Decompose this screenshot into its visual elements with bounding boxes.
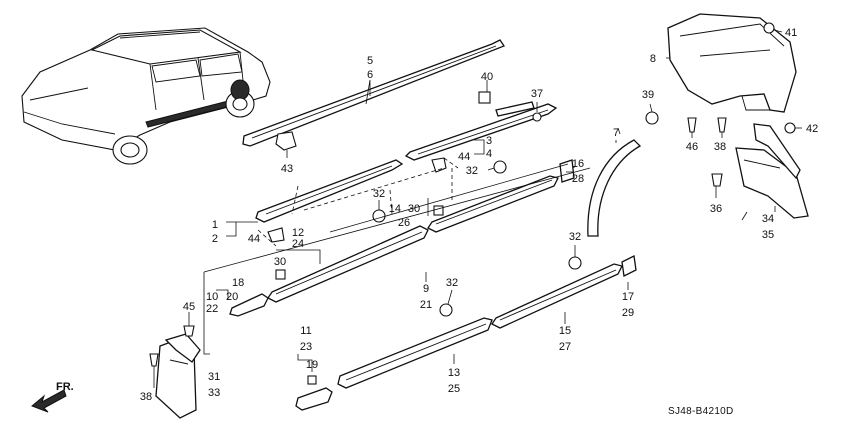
clip-32-a	[372, 209, 386, 223]
callout-9: 9	[423, 283, 429, 295]
clip-44-upper	[431, 157, 447, 173]
mudguard-front	[735, 123, 809, 219]
clip-44-lower	[267, 227, 285, 243]
inner-fender	[667, 13, 797, 113]
molding-end-18	[229, 293, 269, 317]
callout-19: 19	[306, 359, 318, 371]
clip-30-lower	[275, 269, 286, 280]
callout-24: 24	[292, 238, 304, 250]
callout-44-upper: 44	[458, 151, 470, 163]
clip-41	[763, 22, 775, 34]
callout-39: 39	[642, 89, 654, 101]
callout-20: 20	[226, 291, 238, 303]
callout-27: 27	[559, 341, 571, 353]
callout-2: 2	[212, 233, 218, 245]
callout-22: 22	[206, 303, 218, 315]
callout-40: 40	[481, 71, 493, 83]
callout-31: 31	[208, 371, 220, 383]
callout-38-left: 38	[140, 391, 152, 403]
diagram-code: SJ48-B4210D	[668, 406, 734, 417]
molding-end-17	[621, 255, 637, 277]
callout-28: 28	[572, 173, 584, 185]
clip-32-b	[493, 160, 507, 174]
callout-7: 7	[613, 127, 619, 139]
callout-35: 35	[762, 229, 774, 241]
belt-molding-left	[255, 159, 404, 223]
roof-molding	[242, 39, 505, 147]
side-sill-molding-front	[491, 263, 623, 329]
callout-14: 14	[389, 203, 401, 215]
door-molding-front	[427, 175, 559, 233]
callout-15: 15	[559, 325, 571, 337]
side-sill-molding-rear	[337, 317, 493, 389]
clip-43	[275, 131, 297, 151]
callout-12: 12	[292, 227, 304, 239]
callout-34: 34	[762, 213, 774, 225]
callout-44-lower: 44	[248, 233, 260, 245]
clip-19	[307, 375, 317, 385]
car-illustration	[21, 27, 271, 165]
callout-25: 25	[448, 383, 460, 395]
screw-38-right	[717, 117, 727, 133]
clip-30-upper	[433, 205, 444, 216]
callout-17: 17	[622, 291, 634, 303]
callout-29: 29	[622, 307, 634, 319]
callout-3: 3	[486, 135, 492, 147]
clip-37	[532, 112, 542, 122]
callout-41: 41	[785, 27, 797, 39]
callout-45: 45	[183, 301, 195, 313]
fender-arch-molding	[587, 139, 642, 237]
screw-38-left	[149, 353, 159, 367]
callout-33: 33	[208, 387, 220, 399]
callout-11: 11	[300, 325, 311, 337]
callout-4: 4	[486, 148, 492, 160]
callout-18: 18	[232, 277, 244, 289]
callout-32-a: 32	[373, 188, 385, 200]
callout-1: 1	[212, 219, 218, 231]
front-direction-indicator: FR.	[31, 381, 74, 413]
screw-36	[711, 173, 723, 187]
screw-46	[687, 117, 697, 133]
callout-32-b: 32	[466, 165, 478, 177]
callout-30-upper: 30	[408, 203, 420, 215]
callout-38-right: 38	[714, 141, 726, 153]
clip-39	[645, 111, 659, 125]
callout-21: 21	[420, 299, 432, 311]
direction-label: FR.	[56, 381, 74, 393]
clip-45	[183, 325, 195, 337]
callout-16: 16	[572, 158, 584, 170]
callout-10: 10	[206, 291, 218, 303]
callout-26: 26	[398, 217, 410, 229]
callout-13: 13	[448, 367, 460, 379]
callout-32-c: 32	[569, 231, 581, 243]
callout-6: 6	[367, 69, 373, 81]
callout-43: 43	[281, 163, 293, 175]
clip-32-d	[439, 303, 453, 317]
callout-30-lower: 30	[274, 256, 286, 268]
clip-42	[784, 122, 796, 134]
clip-40	[478, 91, 491, 104]
molding-end-19	[295, 387, 333, 411]
callout-42: 42	[806, 123, 818, 135]
clip-32-c	[568, 256, 582, 270]
mudguard-rear	[155, 333, 201, 419]
callout-23: 23	[300, 341, 312, 353]
callout-8: 8	[650, 53, 656, 65]
callout-32-d: 32	[446, 277, 458, 289]
molding-bracket	[495, 101, 535, 117]
callout-37: 37	[531, 88, 543, 100]
callout-46: 46	[686, 141, 698, 153]
belt-molding-right	[404, 103, 558, 161]
callout-36: 36	[710, 203, 722, 215]
callout-5: 5	[367, 55, 373, 67]
